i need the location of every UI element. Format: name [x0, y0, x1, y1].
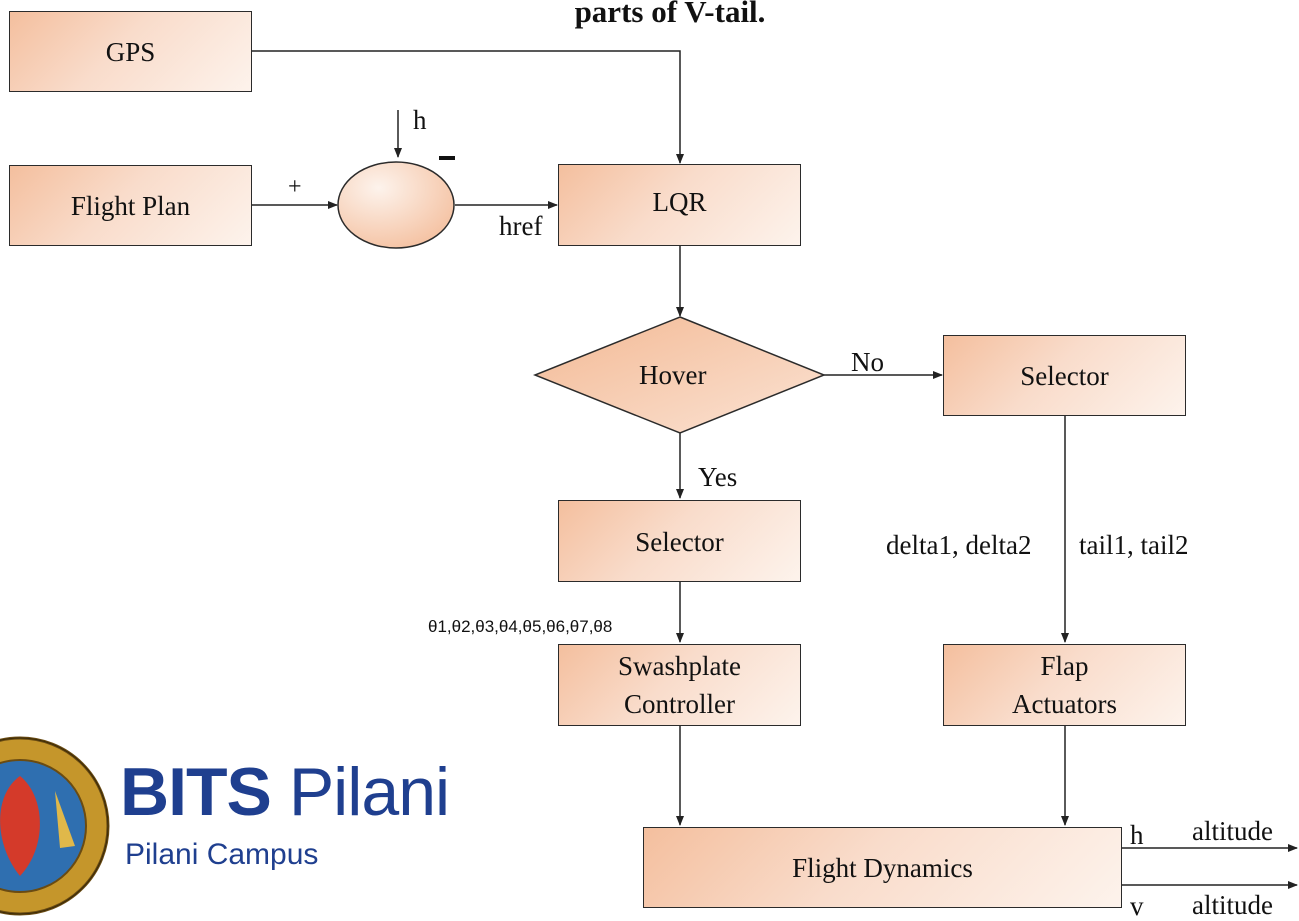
altitude-label-2: altitude — [1192, 890, 1273, 920]
minus-sign — [439, 156, 455, 160]
flap-label-line1: Flap — [1040, 651, 1089, 681]
swashplate-label-line1: Swashplate — [618, 651, 741, 681]
gps-label: GPS — [105, 36, 156, 67]
flight-dynamics-block: Flight Dynamics — [643, 827, 1122, 908]
h-input-label: h — [413, 105, 427, 135]
diagram-title: parts of V-tail. — [574, 0, 766, 29]
no-label: No — [851, 347, 884, 377]
swashplate-label-line2: Controller — [624, 689, 735, 719]
logo-bits: BITS — [120, 754, 272, 830]
hover-decision-diamond — [532, 316, 827, 434]
flight-plan-block: Flight Plan — [9, 165, 252, 246]
swashplate-controller-block: Swashplate Controller — [558, 644, 801, 726]
output-h-label: h — [1130, 820, 1144, 850]
logo-wordmark: BITS Pilani — [120, 758, 450, 826]
lqr-label: LQR — [652, 187, 707, 217]
yes-label: Yes — [698, 462, 738, 492]
selector-left-block: Selector — [558, 500, 801, 582]
theta-label: θ1,θ2,θ3,θ4,θ5,θ6,θ7,θ8 — [428, 617, 613, 636]
logo-pilani: Pilani — [288, 754, 450, 830]
flap-label-line2: Actuators — [1012, 689, 1117, 719]
tails-label: tail1, tail2 — [1079, 530, 1189, 560]
bits-emblem-logo — [0, 736, 110, 916]
summing-junction — [337, 161, 455, 249]
output-v-label: v — [1130, 891, 1144, 921]
selector-right-block: Selector — [943, 335, 1186, 416]
gps-to-lqr-line — [252, 50, 684, 164]
flight-plan-label: Flight Plan — [70, 190, 191, 221]
plus-label: + — [288, 174, 302, 200]
deltas-label: delta1, delta2 — [886, 530, 1032, 560]
lqr-block: LQR — [558, 164, 801, 246]
selector-right-label: Selector — [1020, 360, 1109, 391]
hover-label: Hover — [639, 360, 707, 390]
href-label: href — [499, 211, 543, 241]
selector-left-label: Selector — [635, 527, 724, 557]
flight-dynamics-label: Flight Dynamics — [792, 852, 973, 883]
gps-block: GPS — [9, 11, 252, 92]
flap-actuators-block: Flap Actuators — [943, 644, 1186, 726]
logo-campus: Pilani Campus — [125, 838, 319, 871]
altitude-label-1: altitude — [1192, 816, 1273, 846]
